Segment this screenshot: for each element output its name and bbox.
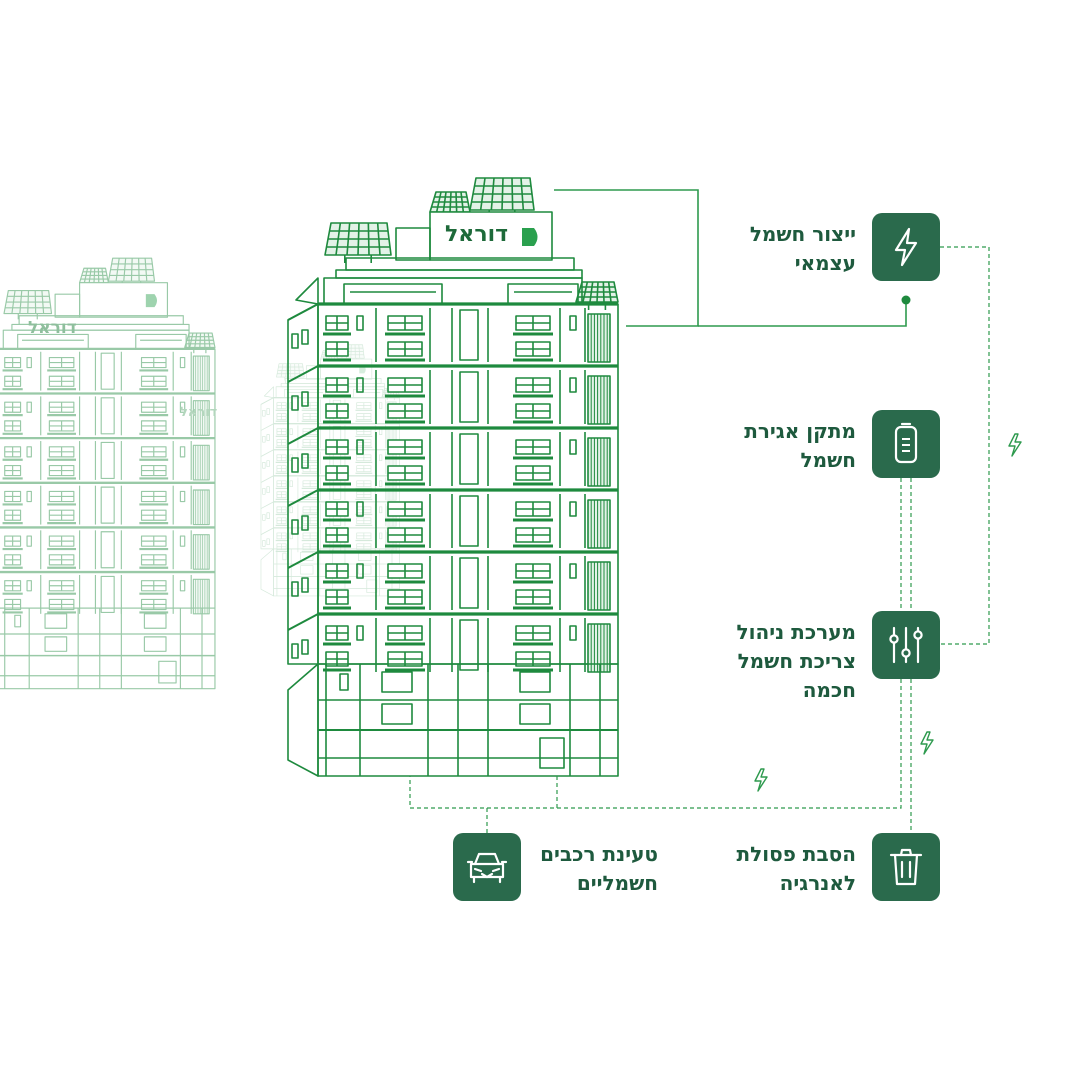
- far-building-logo: דוראל: [28, 318, 77, 338]
- flow-lightning-icon: [1008, 433, 1022, 457]
- facade-green-panel: [587, 561, 611, 611]
- flow-lightning-icon: [920, 731, 934, 755]
- distant-building-logo: דוראל: [180, 405, 218, 420]
- facade-green-panel: [192, 400, 210, 436]
- solar-panel: [107, 257, 156, 287]
- storage-node: [872, 410, 940, 478]
- lightning-icon: [894, 227, 918, 267]
- facade-green-panel: [587, 499, 611, 549]
- facade-green-panel: [587, 375, 611, 425]
- facade-green-panel: [587, 623, 611, 673]
- facade-green-panel: [192, 534, 210, 570]
- flow-lightning-icon: [754, 768, 768, 792]
- solar-panel: [324, 222, 392, 263]
- car-icon: [466, 852, 508, 884]
- main-building: [287, 177, 619, 777]
- solar-panel: [429, 191, 471, 220]
- solar-panel: [469, 177, 535, 218]
- management-building-link: [409, 679, 902, 809]
- facade-green-panel: [587, 313, 611, 363]
- solar-panel: [575, 281, 619, 310]
- main-building-logo: דוראל: [445, 222, 509, 247]
- solar-management-link: [940, 246, 990, 645]
- solar-panel: [79, 267, 109, 289]
- facade-green-panel: [192, 355, 210, 392]
- waste-to-energy-node: [872, 833, 940, 901]
- facade-green-panel: [192, 444, 210, 481]
- facade-green-panel: [192, 489, 210, 526]
- solar-production-node: [872, 213, 940, 281]
- solar-panel: [276, 363, 305, 381]
- battery-icon: [894, 422, 918, 464]
- facade-green-panel: [587, 437, 611, 487]
- connector-dot: [901, 295, 911, 305]
- far-building: [0, 257, 216, 690]
- solar-panel: [3, 289, 53, 320]
- trash-icon: [889, 848, 923, 886]
- connectors: [409, 189, 990, 833]
- solar-connector-branch: [698, 300, 907, 327]
- sliders-icon: [889, 626, 923, 664]
- ev-charging-node: [453, 833, 521, 901]
- facade-green-panel: [192, 578, 210, 615]
- solar-connector: [554, 189, 699, 327]
- solar-panel: [184, 332, 216, 354]
- management-node: [872, 611, 940, 679]
